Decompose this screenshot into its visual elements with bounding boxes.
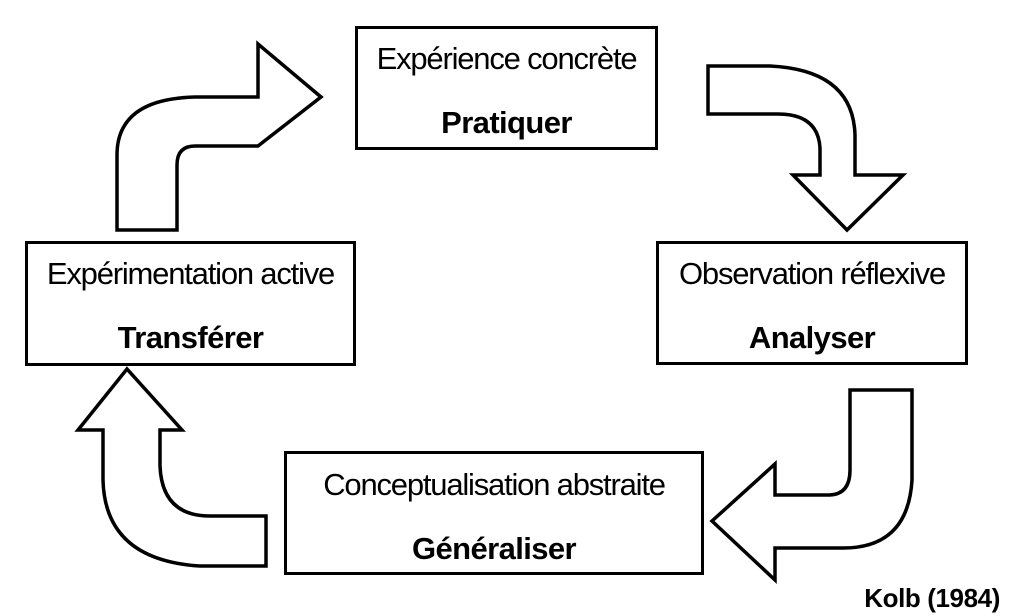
stage-action: Pratiquer xyxy=(441,105,572,140)
stage-title: Expérimentation active xyxy=(46,256,335,291)
arrow-observation-to-conceptualisation-icon xyxy=(709,388,914,585)
arrow-transfer-to-experience-icon xyxy=(115,40,324,232)
stage-title: Conceptualisation abstraite xyxy=(323,467,666,502)
stage-box-conceptualisation-abstraite: Conceptualisation abstraite Généraliser xyxy=(284,451,704,575)
arrow-experience-to-observation-icon xyxy=(706,64,908,233)
stage-action: Transférer xyxy=(117,320,264,355)
stage-title: Observation réflexive xyxy=(679,256,946,291)
stage-action: Analyser xyxy=(748,320,876,355)
citation: Kolb (1984) xyxy=(864,583,1000,613)
stage-box-observation-reflexive: Observation réflexive Analyser xyxy=(656,241,968,365)
stage-action: Généraliser xyxy=(411,531,577,566)
stage-box-experience-concrete: Expérience concrète Pratiquer xyxy=(355,26,658,150)
arrow-conceptualisation-to-experimentation-icon xyxy=(74,366,268,568)
stage-box-experimentation-active: Expérimentation active Transférer xyxy=(25,241,356,366)
stage-title: Expérience concrète xyxy=(376,41,638,76)
